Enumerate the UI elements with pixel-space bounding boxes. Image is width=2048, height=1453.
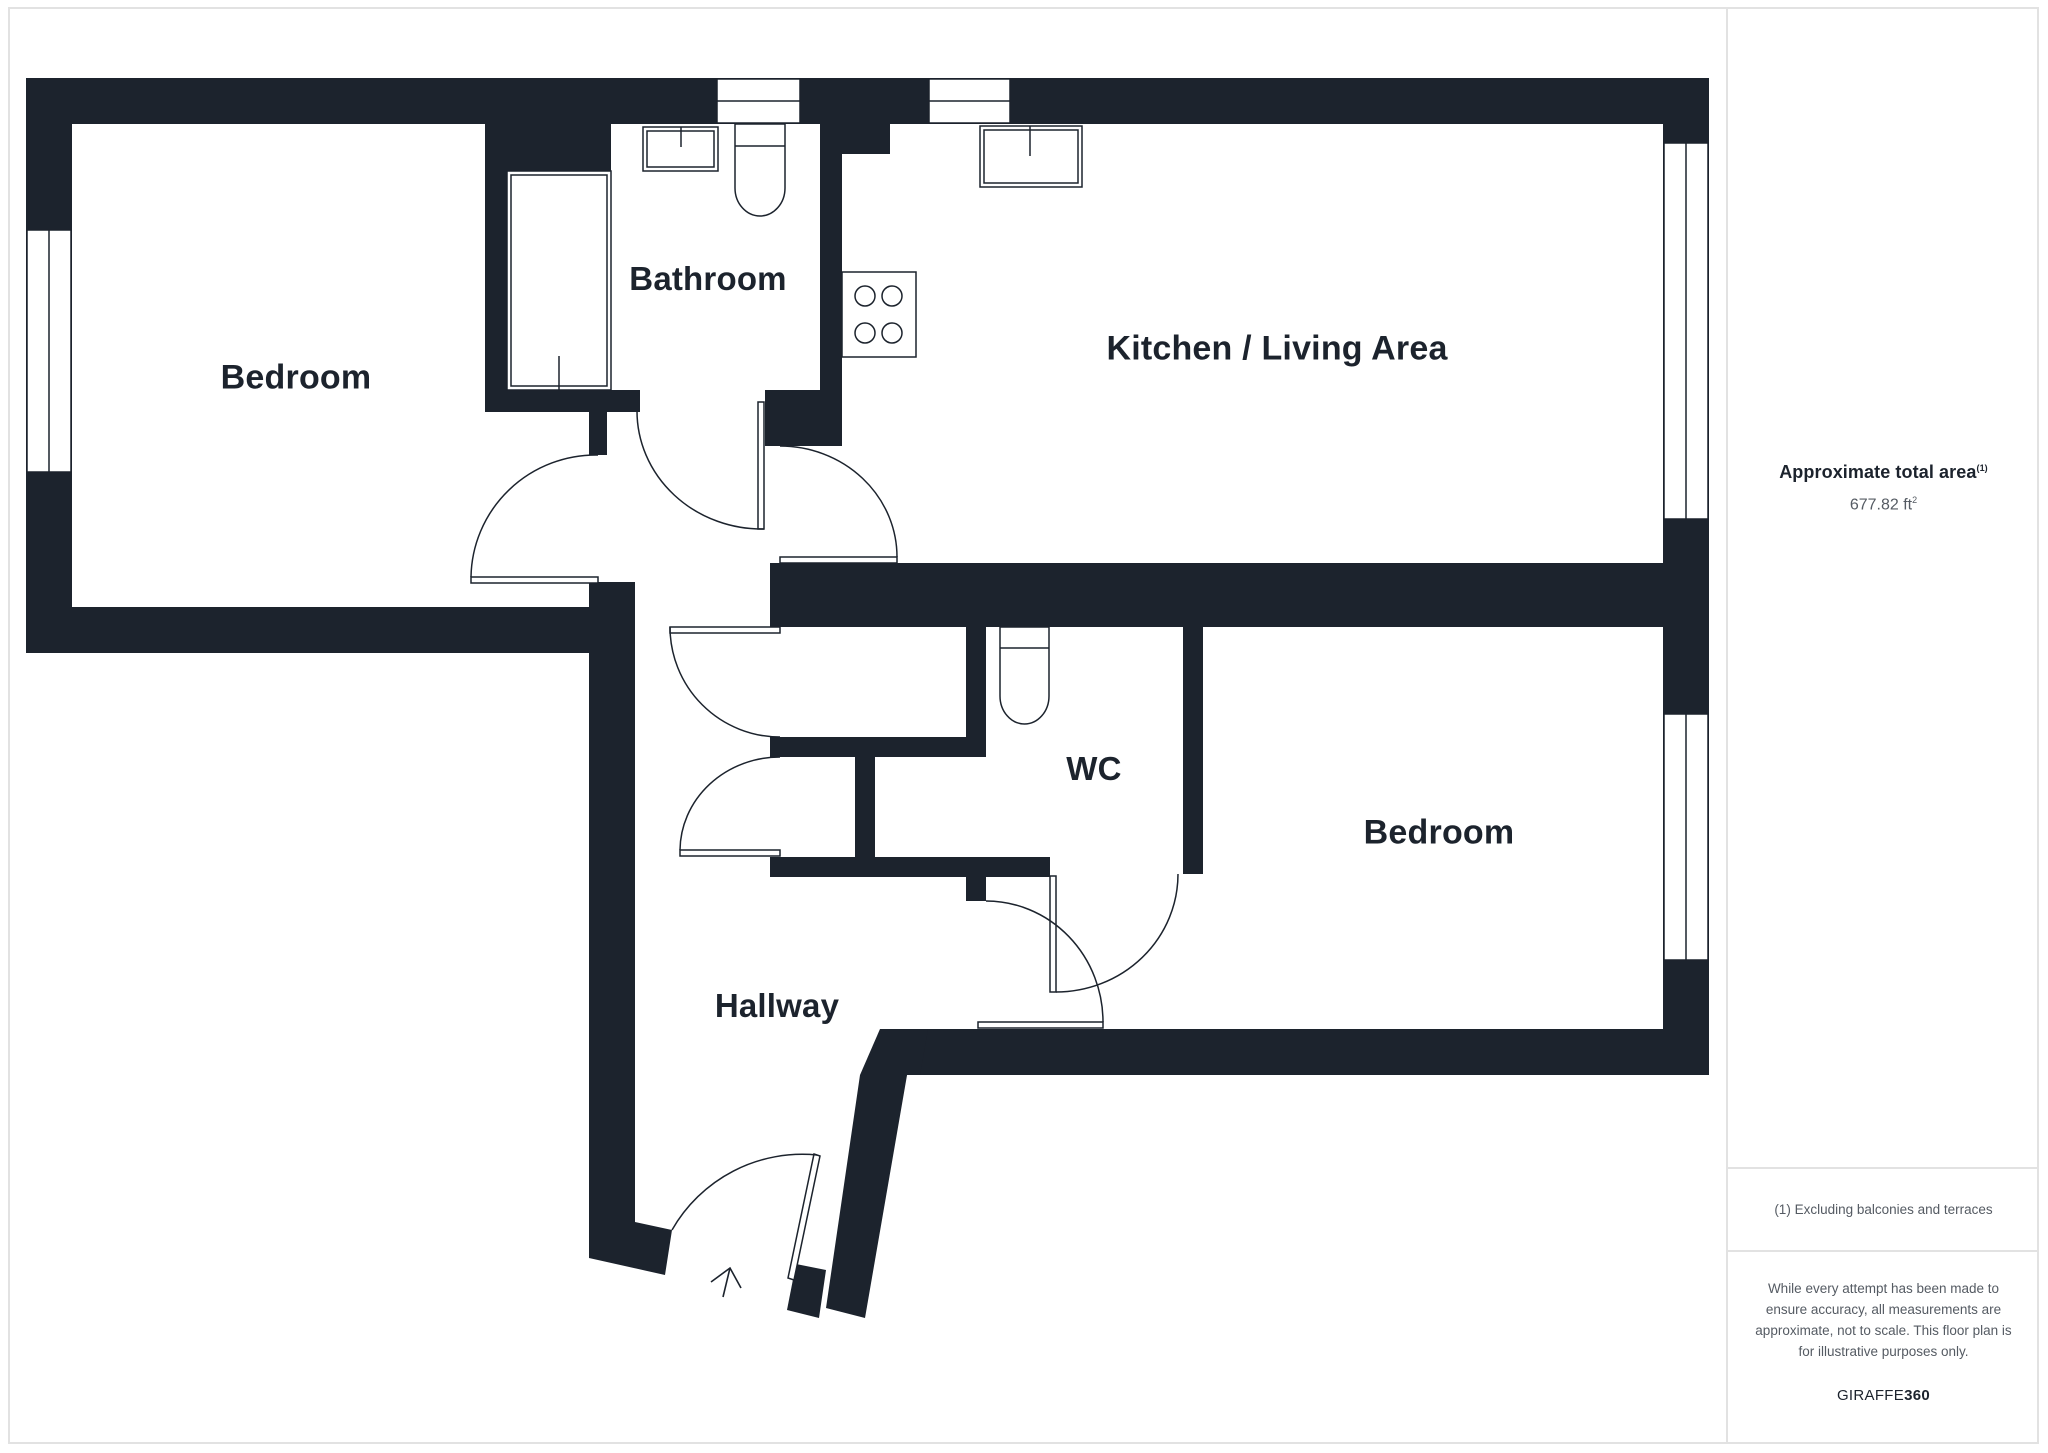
unit-superscript: 2 (1912, 495, 1918, 505)
footnote-section: (1) Excluding balconies and terraces (1728, 1167, 2039, 1252)
door-entrance (787, 1153, 821, 1281)
room-label-hallway: Hallway (714, 987, 840, 1024)
room-label-bathroom: Bathroom (629, 260, 787, 297)
door-cupboard-1 (669, 626, 781, 634)
page-frame (8, 7, 2039, 1444)
fixtures (506, 123, 1083, 725)
doors (470, 401, 1179, 1281)
info-sidebar: Approximate total area(1) 677.82 ft2 (1)… (1726, 7, 2039, 1444)
room-label-kitchen-living: Kitchen / Living Area (1106, 329, 1448, 368)
bathroom-toilet (734, 123, 786, 217)
walls (26, 78, 1709, 1318)
area-title: Approximate total area(1) (1779, 462, 1988, 482)
door-bedroom-right (977, 1021, 1104, 1029)
room-label-bedroom-right: Bedroom (1363, 813, 1515, 852)
hob (841, 271, 917, 358)
door-cupboard-2 (679, 849, 781, 857)
room-label-bedroom-left: Bedroom (220, 358, 372, 397)
floor-plan: Bedroom Bathroom Kitchen / Living Area W… (26, 78, 1709, 1318)
wc-toilet (999, 626, 1050, 725)
door-bedroom-left (470, 576, 599, 584)
disclaimer-text: While every attempt has been made to ens… (1755, 1281, 2012, 1359)
brand-logo: GIRAFFE360 (1836, 1387, 1931, 1404)
footnote-text: (1) Excluding balconies and terraces (1774, 1202, 1993, 1217)
floor-plan-drawing (26, 78, 1709, 1318)
windows (26, 78, 1709, 961)
door-wc (1049, 875, 1057, 993)
footnote-marker: (1) (1976, 463, 1988, 473)
door-kitchen (779, 556, 898, 564)
area-summary: Approximate total area(1) 677.82 ft2 (1728, 462, 2039, 514)
room-label-wc: WC (1066, 750, 1122, 787)
door-bathroom (757, 401, 765, 530)
arrow-up-icon (710, 1266, 742, 1298)
area-value: 677.82 ft2 (1849, 495, 1918, 514)
